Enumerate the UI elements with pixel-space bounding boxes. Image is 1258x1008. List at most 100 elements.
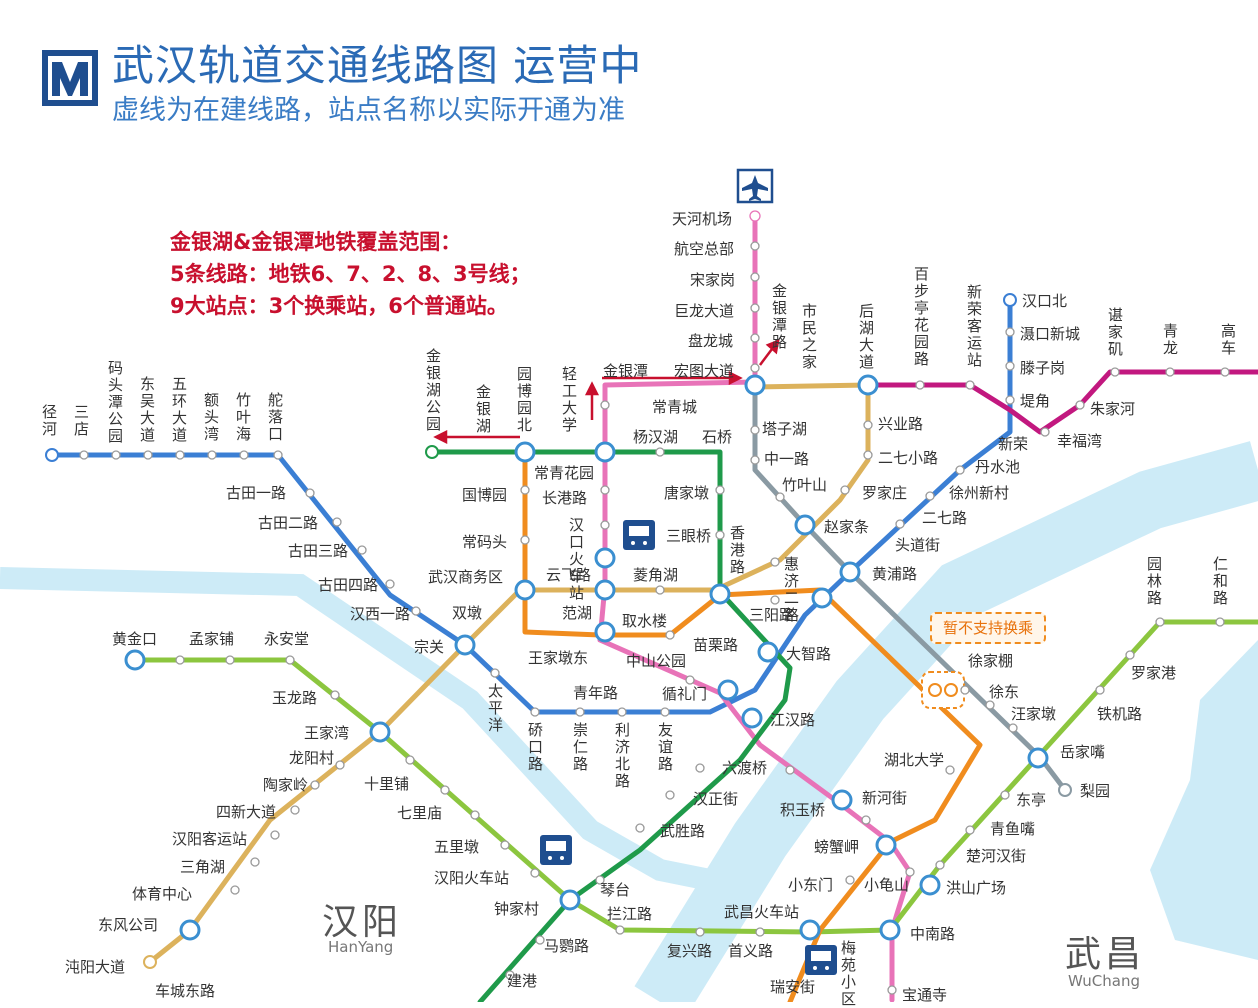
station-label: 香港路 [729, 524, 745, 576]
page-title: 武汉轨道交通线路图 运营中 [112, 41, 643, 90]
station-dot [755, 927, 765, 937]
station-label: 湖北大学 [884, 751, 945, 769]
station-dot [887, 985, 897, 995]
station-label: 朱家河 [1090, 400, 1136, 418]
station-label: 复兴路 [667, 942, 713, 960]
station-dot [750, 241, 760, 251]
station-dot [250, 857, 260, 867]
station-label: 汉正街 [693, 790, 739, 808]
station-label: 汉口火车站 [568, 516, 584, 602]
station-label: 首义路 [728, 942, 774, 960]
station-dot [530, 707, 540, 717]
station-label: 楚河汉街 [966, 847, 1027, 865]
station-dot [230, 885, 240, 895]
station-label: 幸福湾 [1057, 432, 1103, 450]
station-label: 巨龙大道 [674, 302, 735, 320]
district-hanyang-en: HanYang [328, 938, 394, 956]
transfer-stations [124, 374, 1049, 941]
station-dot [1215, 617, 1225, 627]
station-dot [750, 363, 760, 373]
station-label: 谌家矶 [1107, 306, 1123, 358]
coverage-note-title: 金银湖&金银潭地铁覆盖范围： [170, 230, 462, 254]
station-label: 舵落口 [267, 391, 283, 443]
transfer-station [757, 641, 779, 663]
station-dot [385, 579, 395, 589]
station-dot [285, 655, 295, 665]
station-label: 武胜路 [660, 822, 706, 840]
station-dot [750, 272, 760, 282]
station-label: 宗关 [414, 638, 445, 656]
station-dot [1005, 361, 1015, 371]
station-label: 额头湾 [203, 391, 219, 443]
station-label: 七里庙 [397, 804, 443, 822]
station-dot [175, 655, 185, 665]
station-label: 古田一路 [226, 484, 287, 502]
station-dot [915, 380, 925, 390]
station-dot [143, 450, 153, 460]
station-dot [270, 830, 280, 840]
direction-arrows [433, 339, 780, 445]
transfer-station [179, 919, 201, 941]
station-dot [1155, 617, 1165, 627]
station-dot [1110, 367, 1120, 377]
transfer-station [1027, 747, 1049, 769]
station-label: 拦江路 [607, 905, 653, 923]
transfer-station [744, 374, 766, 396]
transfer-station [811, 587, 833, 609]
station-label: 五环大道 [171, 375, 187, 444]
station-dot [1003, 293, 1017, 307]
station-dot [840, 485, 850, 495]
station-dot [1058, 783, 1072, 797]
station-label: 武昌火车站 [724, 903, 800, 921]
district-hanyang: 汉阳 [322, 902, 403, 943]
station-label: 国博园 [462, 486, 508, 504]
station-label: 竹叶海 [235, 391, 251, 443]
station-label: 常青花园 [534, 464, 595, 482]
station-dot [332, 517, 342, 527]
station-label: 车城东路 [155, 982, 216, 1000]
station-label: 金银潭 [603, 362, 649, 380]
station-label: 罗家港 [1131, 664, 1177, 682]
station-label: 青年路 [573, 684, 619, 702]
station-dot [175, 450, 185, 460]
station-dot [500, 840, 510, 850]
station-label: 四新大道 [216, 803, 277, 821]
station-dot [595, 875, 605, 885]
district-wuchang: 武昌 [1065, 934, 1146, 975]
station-dot [143, 955, 157, 969]
station-dot [505, 970, 515, 980]
station-label: 武汉商务区 [428, 568, 504, 586]
station-dot [750, 455, 760, 465]
station-label: 百步亭花园路 [913, 265, 929, 368]
station-label: 三阳路 [749, 606, 795, 624]
station-label: 马鹦路 [544, 937, 590, 955]
station-dot [357, 545, 367, 555]
station-label: 三店 [74, 403, 90, 438]
station-dot [750, 303, 760, 313]
station-label: 铁机路 [1097, 705, 1143, 723]
transfer-station [741, 707, 763, 729]
transfer-station [594, 441, 616, 463]
station-dot [411, 606, 421, 616]
station-dot [695, 927, 705, 937]
station-label: 螃蟹岬 [814, 838, 860, 856]
station-label: 徐东 [989, 683, 1020, 701]
station-label: 菱角湖 [633, 566, 679, 584]
transfer-station [514, 441, 536, 463]
station-label: 梨园 [1080, 782, 1111, 800]
station-dot [600, 485, 610, 495]
station-label: 滕子岗 [1020, 359, 1066, 377]
station-label: 滠口新城 [1020, 325, 1081, 343]
station-dot [615, 925, 625, 935]
station-label: 黄浦路 [872, 565, 918, 583]
station-dot [330, 690, 340, 700]
station-dot [770, 595, 780, 605]
station-label: 赵家条 [824, 518, 870, 536]
station-label: 小东门 [788, 876, 834, 894]
station-label: 仁和路 [1212, 555, 1228, 607]
railway-station-icon [805, 945, 837, 975]
transfer-station [594, 621, 616, 643]
station-dot [273, 450, 283, 460]
station-label: 宝通寺 [902, 986, 948, 1004]
station-dot [925, 491, 935, 501]
